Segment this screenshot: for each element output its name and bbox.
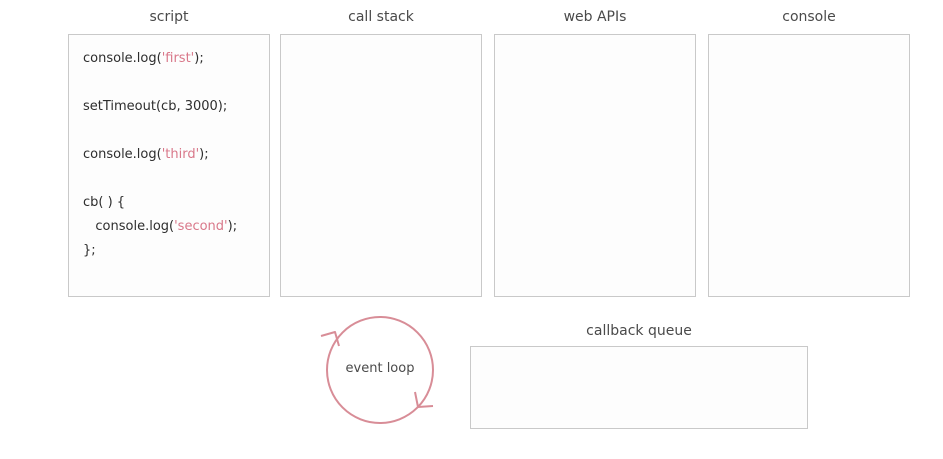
code-text: ); xyxy=(199,147,209,162)
code-string: 'second' xyxy=(174,219,228,234)
script-code: console.log('first'); setTimeout(cb, 300… xyxy=(83,47,237,263)
call-stack-panel xyxy=(280,34,482,297)
web-apis-panel xyxy=(494,34,696,297)
callback-queue-panel xyxy=(470,346,808,429)
code-text: }; xyxy=(83,243,96,258)
code-line: console.log('third'); xyxy=(83,143,237,167)
code-text: console.log( xyxy=(83,51,162,66)
console-title: console xyxy=(782,9,836,25)
code-line: console.log('first'); xyxy=(83,47,237,71)
code-line: }; xyxy=(83,239,237,263)
code-blank-line xyxy=(83,71,237,95)
code-string: 'first' xyxy=(161,51,195,66)
code-text: console.log( xyxy=(83,147,162,162)
call-stack-title: call stack xyxy=(348,9,414,25)
web-apis-title: web APIs xyxy=(563,9,627,25)
code-blank-line xyxy=(83,119,237,143)
event-loop-label: event loop xyxy=(345,361,415,376)
code-line: console.log('second'); xyxy=(83,215,237,239)
code-string: 'third' xyxy=(161,147,200,162)
script-panel: console.log('first'); setTimeout(cb, 300… xyxy=(68,34,270,297)
script-title: script xyxy=(149,9,189,25)
code-line: setTimeout(cb, 3000); xyxy=(83,95,237,119)
code-line: cb( ) { xyxy=(83,191,237,215)
code-text: console.log( xyxy=(83,219,175,234)
callback-queue-title: callback queue xyxy=(586,323,692,339)
code-text: ); xyxy=(227,219,238,234)
console-panel xyxy=(708,34,910,297)
event-loop-icon xyxy=(320,316,434,424)
code-text: cb( ) { xyxy=(83,195,126,210)
code-blank-line xyxy=(83,167,237,191)
code-text: setTimeout(cb, 3000); xyxy=(83,99,228,114)
code-text: ); xyxy=(194,51,204,66)
